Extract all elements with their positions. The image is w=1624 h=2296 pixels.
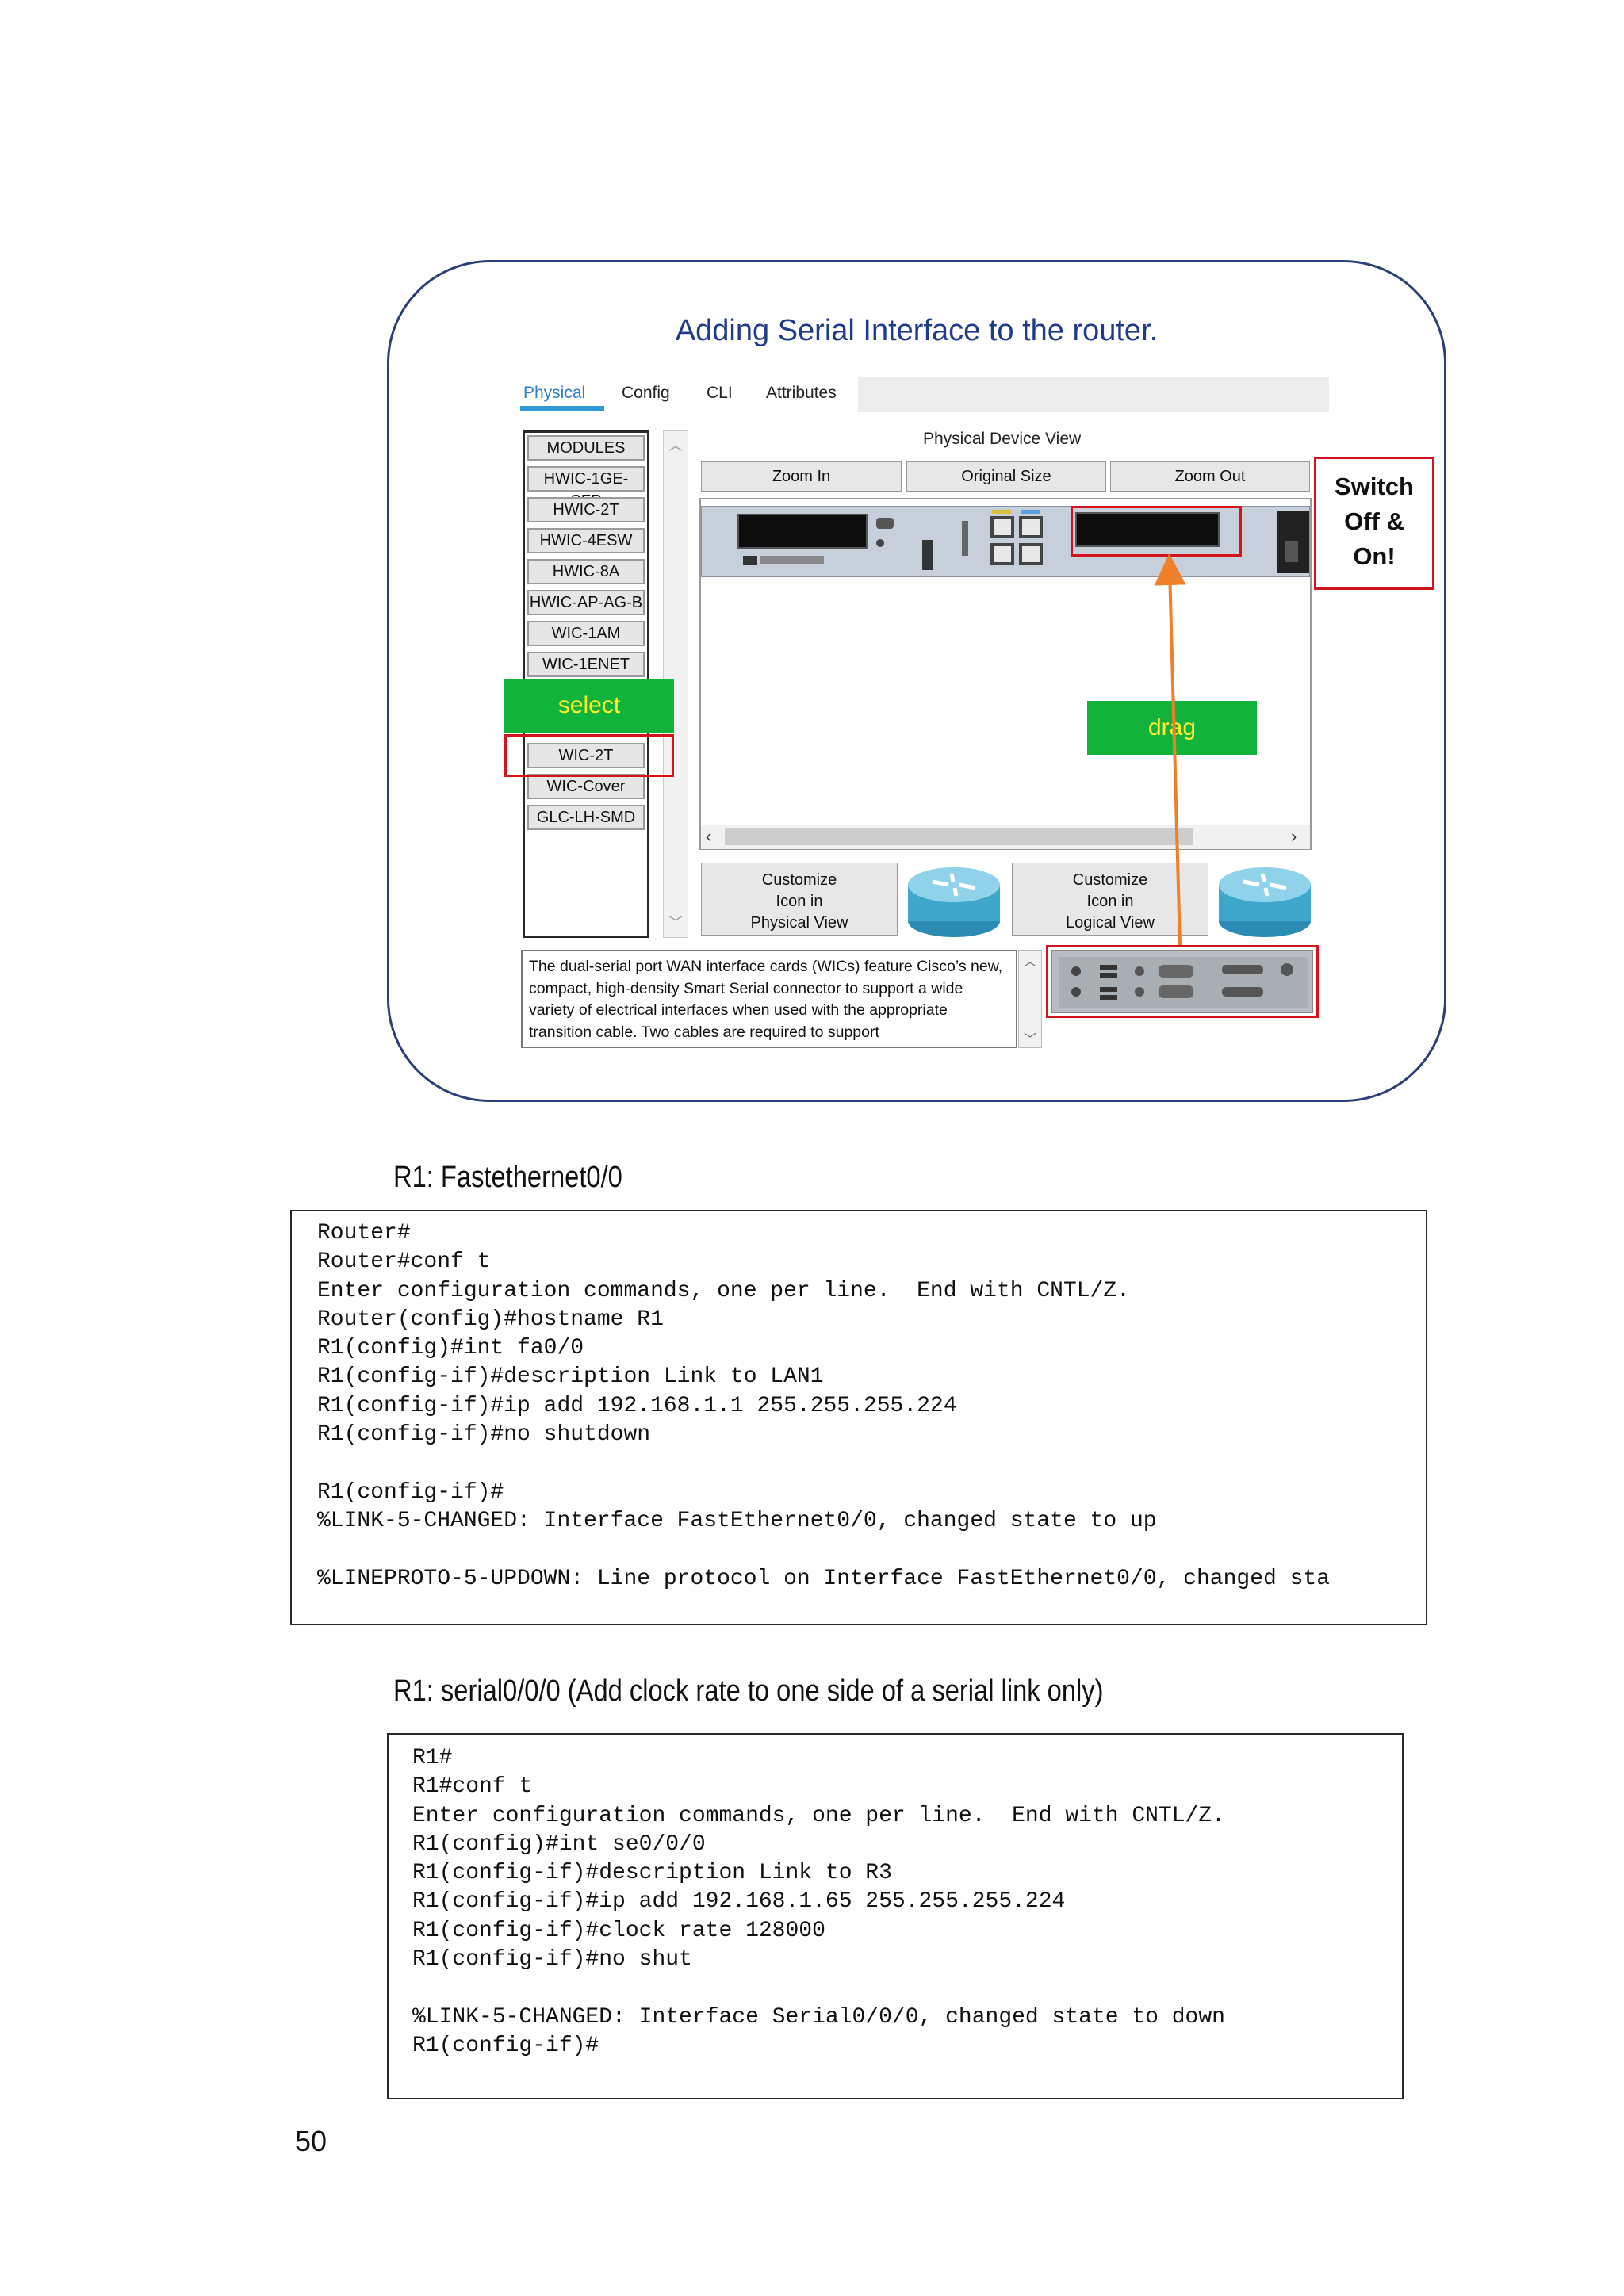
tab-attributes[interactable]: Attributes [766, 384, 837, 402]
module-item-hwic-ap-ag-b[interactable]: HWIC-AP-AG-B [527, 590, 645, 615]
figure-title: Adding Serial Interface to the router. [675, 314, 1159, 347]
cli-output-serial: R1# R1#conf t Enter configuration comman… [412, 1746, 1225, 2058]
section-heading-serial: R1: serial0/0/0 (Add clock rate to one s… [393, 1674, 1104, 1708]
expansion-slot-1[interactable] [1075, 512, 1220, 547]
zoom-in-button[interactable]: Zoom In [701, 461, 902, 492]
module-item-hwic-8a[interactable]: HWIC-8A [527, 559, 645, 584]
expansion-slot-0[interactable] [737, 514, 868, 549]
scroll-up-icon[interactable]: ︿ [668, 438, 683, 453]
tab-cli[interactable]: CLI [707, 384, 733, 402]
module-item-wic-cover[interactable]: WIC-Cover [527, 774, 645, 799]
code-box-serial [387, 1733, 1404, 2099]
module-description-box [521, 950, 1017, 1048]
customize-physical-view-button[interactable]: Customize Icon in Physical View [701, 863, 898, 936]
module-item-hwic-1ge-sfp[interactable]: HWIC-1GE-SFP [527, 466, 645, 510]
customize-logical-view-button[interactable]: Customize Icon in Logical View [1012, 863, 1208, 936]
section-heading-fastethernet: R1: Fastethernet0/0 [393, 1161, 622, 1194]
module-item-wic-1enet[interactable]: WIC-1ENET [527, 652, 645, 677]
cli-output-fastethernet: Router# Router#conf t Enter configuratio… [317, 1221, 1331, 1591]
wic-2t-module-image [1051, 950, 1313, 1013]
scroll-down-icon[interactable]: ﹀ [668, 915, 683, 931]
target-slot-highlight [1071, 506, 1242, 557]
physical-device-view-label: Physical Device View [923, 430, 1082, 448]
hscroll-thumb[interactable] [725, 828, 1193, 845]
switch-note-box [1314, 457, 1434, 590]
router-icon [1219, 867, 1311, 937]
module-item-wic-2t[interactable]: WIC-2T [527, 743, 645, 768]
module-list-header: MODULES [527, 435, 645, 461]
scroll-up-icon[interactable]: ︿ [1023, 955, 1036, 969]
code-box-fastethernet [290, 1210, 1427, 1625]
module-item-hwic-2t[interactable]: HWIC-2T [527, 497, 645, 522]
original-size-button[interactable]: Original Size [906, 461, 1106, 492]
module-item-hwic-4esw[interactable]: HWIC-4ESW [527, 528, 645, 553]
wic-2t-highlight [504, 734, 674, 777]
description-scrollbar[interactable]: ︿ ﹀ [1018, 950, 1042, 1048]
tab-bar-filler [858, 377, 1329, 412]
router-icon [908, 867, 1000, 937]
tab-config[interactable]: Config [622, 384, 670, 402]
page-number: 50 [295, 2125, 327, 2157]
scroll-left-icon[interactable]: ‹ [706, 826, 712, 846]
scroll-right-icon[interactable]: › [1291, 826, 1297, 846]
module-item-glc-lh-smd[interactable]: GLC-LH-SMD [527, 805, 645, 830]
drag-annotation: drag [1087, 701, 1257, 755]
zoom-out-button[interactable]: Zoom Out [1110, 461, 1310, 492]
module-description-text: The dual-serial port WAN interface cards… [529, 958, 1003, 1041]
scroll-down-icon[interactable]: ﹀ [1023, 1033, 1036, 1047]
active-tab-indicator [520, 406, 604, 411]
switch-note: Switch Off & On! [1335, 473, 1414, 570]
module-image-highlight [1046, 945, 1319, 1018]
tab-physical[interactable]: Physical [523, 384, 586, 402]
select-annotation: select [504, 679, 674, 733]
module-item-wic-1am[interactable]: WIC-1AM [527, 621, 645, 646]
